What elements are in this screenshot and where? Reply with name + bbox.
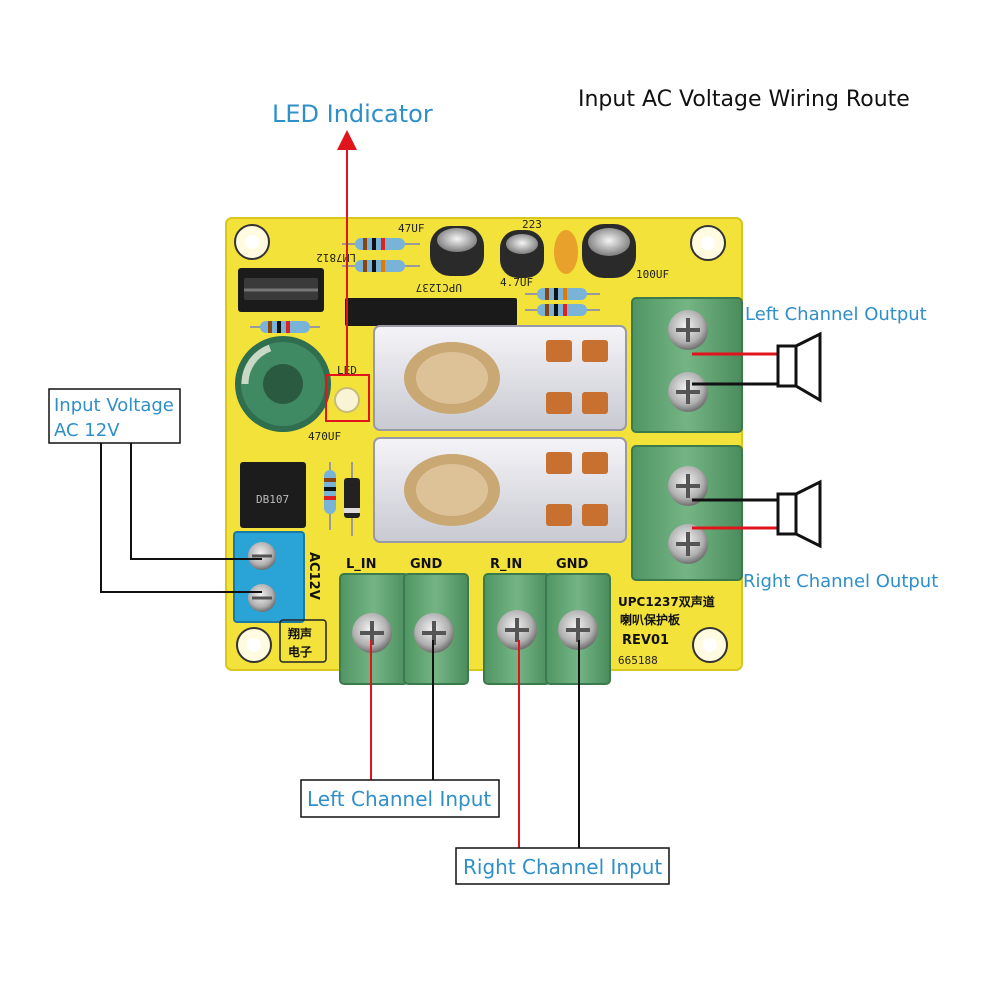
silk-brand-1: 翔声 [287, 626, 312, 641]
terminal-l-in [339, 573, 409, 685]
silk-model: UPC1237双声道 [618, 594, 715, 609]
label-led-indicator: LED Indicator [272, 100, 433, 128]
led-callout [325, 130, 370, 422]
right-input-box: Right Channel Input [455, 847, 670, 885]
right-input-wires [518, 640, 580, 848]
silk-rev: REV01 [622, 633, 669, 648]
upc1237-ic [345, 298, 517, 326]
silk-lm7812: LM7812 [316, 251, 356, 264]
resistor [525, 304, 600, 316]
label-right-output: Right Channel Output [743, 571, 938, 592]
mounting-hole [690, 225, 726, 261]
right-output-wires [692, 498, 780, 530]
silk-serial: 665188 [618, 654, 658, 667]
ac12v-terminal [233, 531, 305, 623]
speaker-right-icon [776, 479, 822, 549]
capacitor-470uf [235, 336, 331, 432]
silk-brand-2: 电子 [288, 644, 312, 659]
ac-input-wires [100, 443, 262, 593]
left-output-wires [692, 352, 780, 386]
input-voltage-box: Input Voltage AC 12V [48, 388, 181, 444]
capacitor-223 [554, 230, 578, 274]
bridge-rectifier: DB107 [240, 462, 306, 528]
capacitor-4-7uf [500, 230, 544, 278]
silk-4-7uf: 4.7UF [500, 276, 533, 289]
capacitor-47uf [430, 226, 484, 276]
left-input-box: Left Channel Input [300, 779, 500, 818]
silk-47uf: 47UF [398, 222, 425, 235]
diagram-title: Input AC Voltage Wiring Route [578, 87, 910, 112]
silk-desc: 喇叭保护板 [620, 612, 681, 627]
silk-gnd-right: GND [556, 557, 589, 572]
silk-100uf: 100UF [636, 268, 669, 281]
label-left-output: Left Channel Output [745, 304, 927, 325]
capacitor-100uf [582, 224, 636, 278]
relay-left-channel [373, 325, 627, 431]
label-right-input: Right Channel Input [463, 855, 662, 879]
mounting-hole [234, 224, 270, 260]
label-input-voltage-1: Input Voltage [54, 395, 174, 416]
led-component [334, 387, 360, 413]
mounting-hole [236, 627, 272, 663]
terminal-left-output [631, 297, 743, 433]
brand-mark: 翔声 电子 [279, 619, 327, 663]
label-input-voltage-2: AC 12V [54, 420, 120, 441]
silk-ac12v: AC12V [306, 552, 321, 600]
resistor [342, 238, 420, 250]
silk-gnd-left: GND [410, 557, 443, 572]
silk-l-in: L_IN [346, 557, 377, 572]
resistor [324, 462, 336, 530]
pcb-board: LM7812 [225, 217, 743, 685]
terminal-gnd-left [403, 573, 469, 685]
resistor [525, 288, 600, 300]
silk-223: 223 [522, 218, 542, 231]
label-left-input: Left Channel Input [307, 787, 491, 811]
terminal-gnd-right [545, 573, 611, 685]
relay-right-channel [373, 437, 627, 543]
left-input-wires [370, 640, 434, 780]
lm7812-regulator [238, 268, 324, 312]
bridge-label: DB107 [256, 493, 289, 506]
silk-470uf: 470UF [308, 430, 341, 443]
diode [344, 462, 360, 536]
silk-upc1237: UPC1237 [416, 281, 462, 294]
speaker-left-icon [776, 331, 822, 403]
terminal-right-output [631, 445, 743, 581]
terminal-r-in [483, 573, 551, 685]
silk-r-in: R_IN [490, 557, 522, 572]
mounting-hole [692, 627, 728, 663]
resistor [342, 260, 420, 272]
resistor [250, 321, 320, 333]
